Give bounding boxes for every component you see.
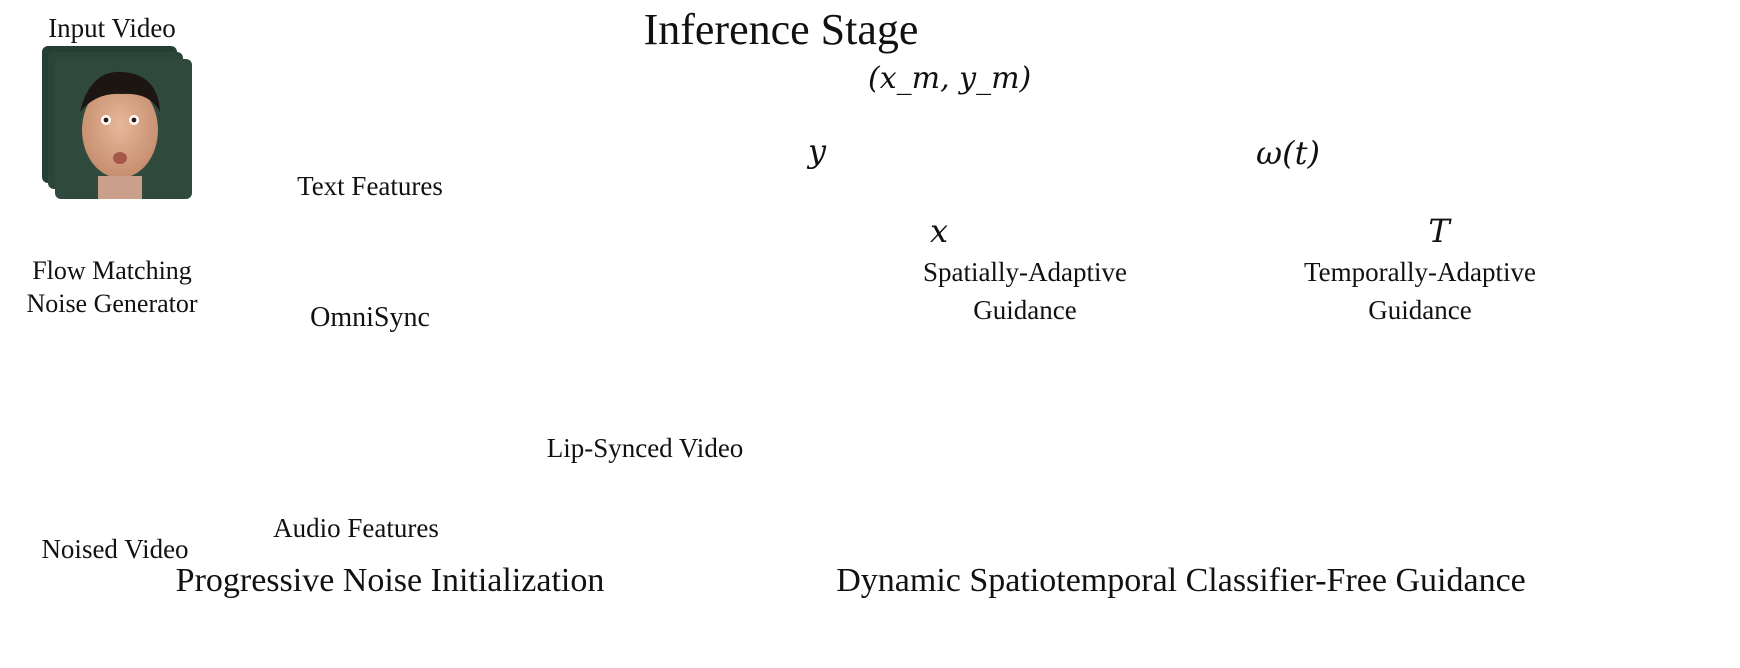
temporal-guidance-title-line2: Guidance xyxy=(1368,295,1472,325)
temporal-guidance-title-line1: Temporally-Adaptive xyxy=(1303,257,1537,287)
flow-matching-label-line1: Flow Matching xyxy=(32,256,192,285)
audio-features-label: Audio Features xyxy=(273,513,439,543)
temporal-y-label: ω(t) xyxy=(1256,134,1320,172)
omnisync-label: OmniSync xyxy=(310,302,430,333)
stage-title: Inference Stage xyxy=(643,5,919,54)
spatial-guidance-title-line1: Spatially-Adaptive xyxy=(923,257,1127,287)
text-features-label: Text Features xyxy=(297,171,443,201)
dynamic-cfg-title: Dynamic Spatiotemporal Classifier-Free G… xyxy=(836,562,1526,599)
flow-matching-label-line2: Noise Generator xyxy=(26,289,198,318)
input-video-label: Input Video xyxy=(48,13,176,43)
noised-video-label: Noised Video xyxy=(41,534,189,564)
peak-coordinate-label: (x_m, y_m) xyxy=(868,61,1032,96)
temporal-x-label: T xyxy=(1428,212,1450,250)
spatial-guidance-title-line2: Guidance xyxy=(973,295,1077,325)
input-video-stack xyxy=(42,46,192,199)
lip-synced-video-label: Lip-Synced Video xyxy=(546,433,744,463)
spatial-y-label: y xyxy=(807,132,827,170)
spatial-x-label: x xyxy=(929,212,949,250)
progressive-noise-title: Progressive Noise Initialization xyxy=(175,562,605,599)
